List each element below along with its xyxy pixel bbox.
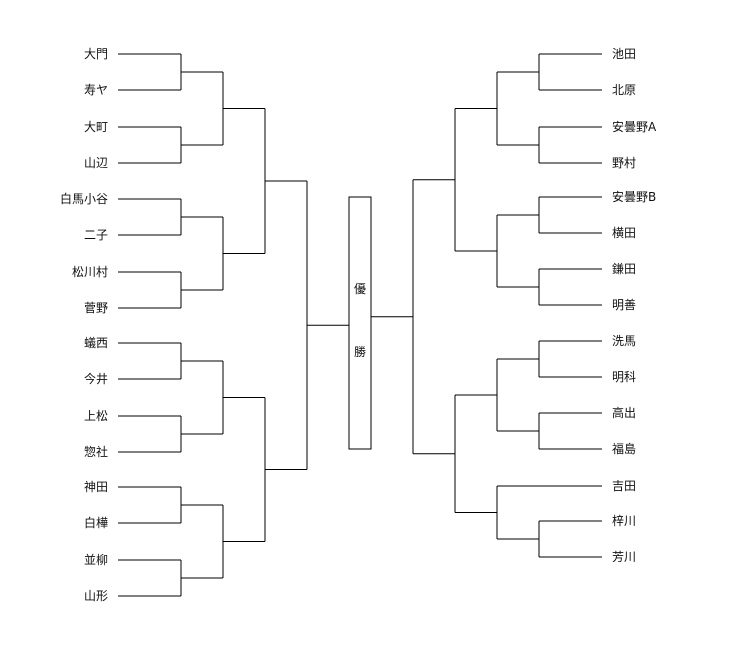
left-team-label: 菅野 xyxy=(84,301,108,315)
right-team-label: 北原 xyxy=(612,83,636,97)
left-team-label: 上松 xyxy=(84,409,108,423)
right-team-label: 高出 xyxy=(612,405,636,420)
right-team-label: 梓川 xyxy=(612,513,636,528)
left-team-label: 惣社 xyxy=(84,444,108,459)
left-team-label: 大町 xyxy=(84,120,108,134)
left-team-label: 白樺 xyxy=(84,515,108,530)
left-team-label: 寿ヤ xyxy=(84,83,108,97)
right-team-label: 明善 xyxy=(612,297,636,312)
left-team-label: 山形 xyxy=(84,589,108,603)
right-team-label: 福島 xyxy=(612,441,636,456)
bracket-lines xyxy=(118,53,602,597)
right-team-label: 安曇野B xyxy=(612,189,656,204)
left-team-label: 蟻西 xyxy=(84,336,108,350)
right-team-label: 吉田 xyxy=(612,479,636,493)
right-team-label: 横田 xyxy=(612,226,636,240)
left-team-label: 大門 xyxy=(84,47,108,61)
left-team-label: 二子 xyxy=(84,228,108,242)
right-team-label: 明科 xyxy=(612,370,636,384)
left-team-label: 今井 xyxy=(84,371,108,386)
right-team-label: 池田 xyxy=(612,47,636,61)
left-team-label: 白馬小谷 xyxy=(60,191,108,206)
right-team-label: 野村 xyxy=(612,156,636,170)
right-team-label: 芳川 xyxy=(612,550,636,564)
left-team-label: 神田 xyxy=(84,480,108,494)
champion-char-1: 優 xyxy=(354,282,366,296)
right-team-label: 洗馬 xyxy=(612,334,636,348)
champion-char-2: 勝 xyxy=(354,344,366,359)
right-team-label: 鎌田 xyxy=(612,261,636,276)
right-team-label: 安曇野A xyxy=(612,119,657,134)
champion-box xyxy=(348,196,372,450)
left-team-label: 山辺 xyxy=(84,156,108,170)
left-team-label: 松川村 xyxy=(72,265,108,279)
left-team-label: 並柳 xyxy=(84,553,108,567)
